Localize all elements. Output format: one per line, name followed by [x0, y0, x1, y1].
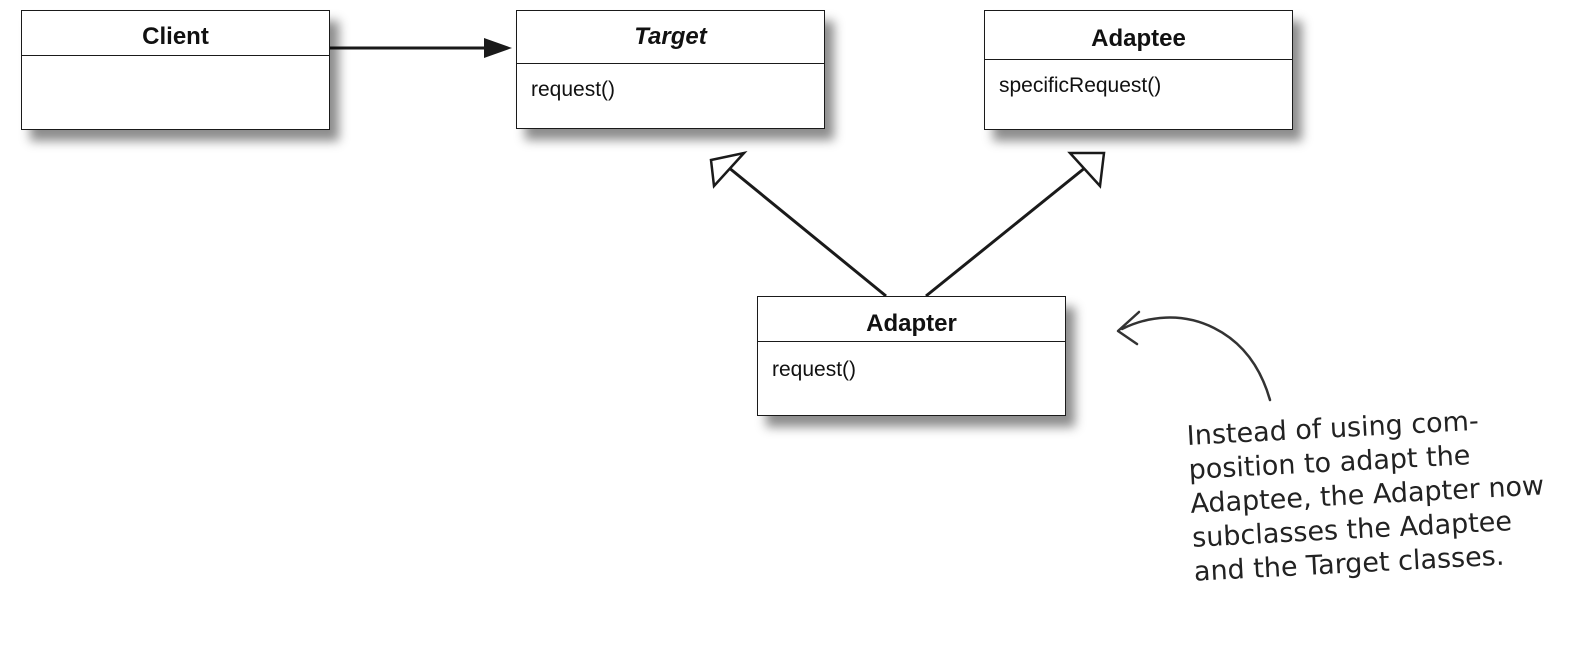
class-adapter-operations: request() [772, 358, 857, 381]
class-adapter[interactable]: Adapter request() [757, 296, 1066, 416]
class-client[interactable]: Client [21, 10, 330, 130]
class-target-name: Target [517, 11, 824, 64]
annotation-note: Instead of using com- position to adapt … [1186, 399, 1592, 590]
class-client-operations [22, 56, 329, 70]
class-client-name: Client [22, 11, 329, 56]
class-adaptee[interactable]: Adaptee specificRequest() [984, 10, 1293, 130]
class-adapter-name: Adapter [758, 297, 1065, 342]
annotation-pointer-arrow [1116, 310, 1272, 402]
class-target[interactable]: Target request() [516, 10, 825, 129]
class-adaptee-name: Adaptee [985, 11, 1292, 60]
class-target-operations: request() [531, 78, 616, 101]
association-arrowhead [484, 38, 512, 58]
inheritance-adapter-adaptee [925, 151, 1106, 298]
inheritance-triangle-adaptee [1067, 151, 1106, 189]
annotation-arrowhead [1116, 310, 1141, 346]
association-client-target [330, 38, 512, 58]
inheritance-adapter-target [709, 150, 887, 298]
inheritance-triangle-target [709, 150, 748, 189]
class-adaptee-operations: specificRequest() [999, 74, 1162, 97]
